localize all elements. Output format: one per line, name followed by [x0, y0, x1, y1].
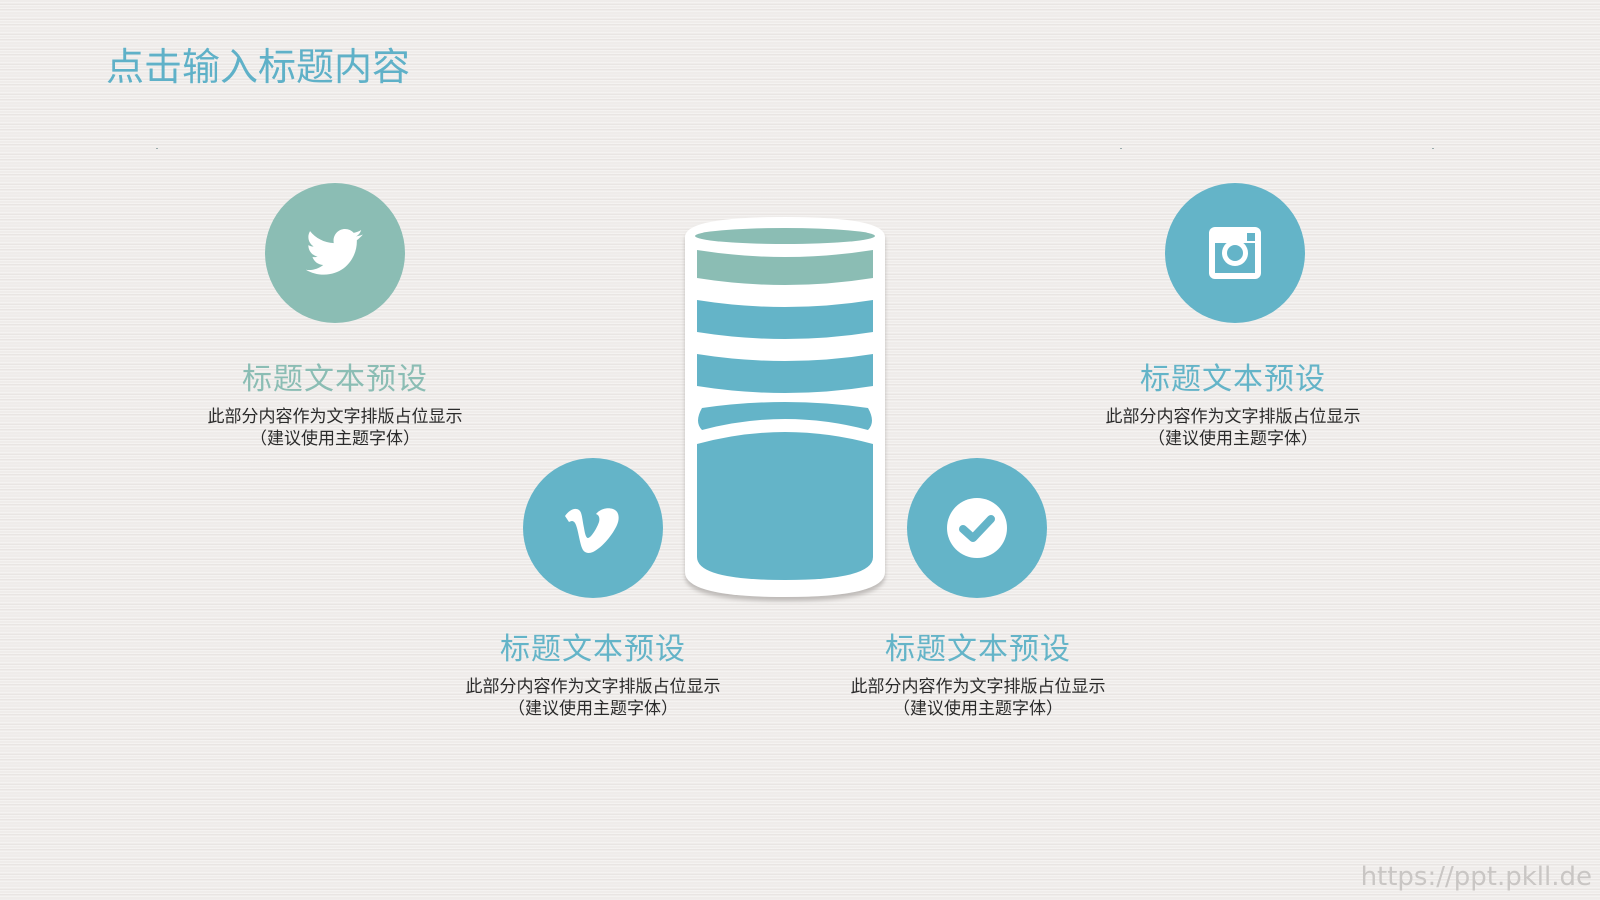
feature-body-line1: 此部分内容作为文字排版占位显示	[850, 677, 1106, 697]
checkmark-circle	[907, 458, 1047, 598]
instagram-circle	[1165, 183, 1305, 323]
decor-dot	[156, 148, 158, 149]
watermark: https://ppt.pkll.de	[1360, 862, 1592, 892]
feature-block-1: 标题文本预设 此部分内容作为文字排版占位显示 （建议使用主题字体）	[185, 360, 485, 450]
feature-body-line2: （建议使用主题字体）	[893, 699, 1063, 719]
feature-body-line2: （建议使用主题字体）	[508, 699, 678, 719]
feature-body-line1: 此部分内容作为文字排版占位显示	[1105, 407, 1361, 427]
feature-body[interactable]: 此部分内容作为文字排版占位显示 （建议使用主题字体）	[443, 676, 743, 720]
feature-body[interactable]: 此部分内容作为文字排版占位显示 （建议使用主题字体）	[185, 406, 485, 450]
feature-block-4: 标题文本预设 此部分内容作为文字排版占位显示 （建议使用主题字体）	[828, 630, 1128, 720]
feature-heading[interactable]: 标题文本预设	[242, 362, 428, 397]
checkmark-circle-icon	[947, 498, 1007, 558]
decor-dot	[1120, 148, 1122, 149]
feature-body[interactable]: 此部分内容作为文字排版占位显示 （建议使用主题字体）	[828, 676, 1128, 720]
feature-heading[interactable]: 标题文本预设	[1140, 362, 1326, 397]
decor-dot	[1432, 148, 1434, 149]
feature-heading[interactable]: 标题文本预设	[885, 632, 1071, 667]
feature-heading[interactable]: 标题文本预设	[500, 632, 686, 667]
vimeo-circle	[523, 458, 663, 598]
feature-block-3: 标题文本预设 此部分内容作为文字排版占位显示 （建议使用主题字体）	[443, 630, 743, 720]
slide-title[interactable]: 点击输入标题内容	[106, 45, 411, 89]
database-cylinder-icon	[685, 217, 885, 597]
feature-body-line1: 此部分内容作为文字排版占位显示	[465, 677, 721, 697]
vimeo-v-icon	[565, 508, 619, 553]
feature-body[interactable]: 此部分内容作为文字排版占位显示 （建议使用主题字体）	[1083, 406, 1383, 450]
feature-body-line2: （建议使用主题字体）	[1148, 429, 1318, 449]
feature-block-2: 标题文本预设 此部分内容作为文字排版占位显示 （建议使用主题字体）	[1083, 360, 1383, 450]
feature-body-line2: （建议使用主题字体）	[250, 429, 420, 449]
twitter-bird-icon	[306, 229, 363, 275]
instagram-camera-icon	[1209, 227, 1261, 279]
feature-body-line1: 此部分内容作为文字排版占位显示	[207, 407, 463, 427]
twitter-circle	[265, 183, 405, 323]
